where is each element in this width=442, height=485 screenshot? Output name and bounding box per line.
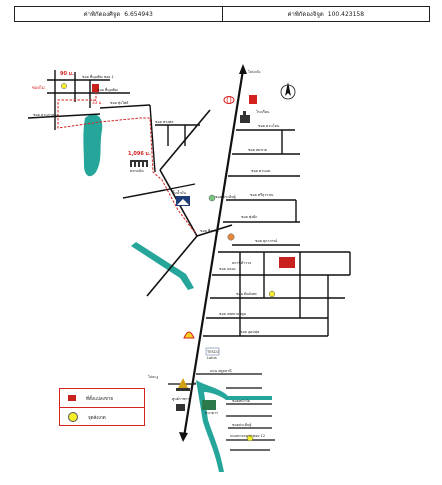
south-arrow-head xyxy=(179,432,188,442)
road-label-fuel: ซอย ที่สุหงส์ xyxy=(200,228,220,234)
latitude-label: ค่าพิกัดองศิจูด xyxy=(83,11,121,18)
landmark-bank-label: ธนาคาร xyxy=(205,411,218,415)
site-marker-main xyxy=(279,257,295,268)
legend-row-landmark: จุดสังเกต xyxy=(60,407,144,426)
landmark-dot-4 xyxy=(208,194,216,202)
building-icon xyxy=(249,95,257,104)
main-highway xyxy=(182,69,245,438)
landmark-tesco-label-1: TESCO xyxy=(206,350,219,354)
compass-icon xyxy=(280,82,296,100)
north-arrow-head xyxy=(239,64,247,74)
landmark-police-label: สถานีตำรวจ xyxy=(232,260,251,265)
legend-landmark-label: จุดสังเกต xyxy=(88,415,106,421)
road-left-2 xyxy=(164,183,196,191)
diagonal-road-d xyxy=(196,224,233,237)
market-icon xyxy=(130,160,148,167)
longitude-label: ค่าพิกัดองจิจูด xyxy=(287,11,324,18)
road-label-r1: ซอย สุภาภรณ์ xyxy=(255,239,278,244)
landmark-dot-3 xyxy=(246,434,254,442)
road-label-r2: ซอย ฉลอง xyxy=(219,267,236,271)
landmark-tesco-label-2: Lotus xyxy=(207,356,217,360)
distance-mid-label: 1,096 ม. xyxy=(128,151,151,157)
mountain-icon xyxy=(176,196,190,206)
route-path xyxy=(57,88,197,235)
landmark-gas-label: ปั๊มน้ำมัน xyxy=(172,189,187,195)
road-tl-6 xyxy=(27,113,101,119)
road-left-1 xyxy=(122,189,166,199)
legend-site-label: ที่ตั้งแปลงขาย xyxy=(86,396,114,402)
road-label-mid-c: ซอย ทุ่งผัก xyxy=(241,215,257,220)
coordinate-bar: ค่าพิกัดองศิจูด 6.654943 ค่าพิกัดองจิจูด… xyxy=(14,6,430,22)
bank-icon xyxy=(202,400,216,410)
canal-mid xyxy=(131,242,194,290)
road-label-top-c: ซอย ทุ่งโพธิ xyxy=(110,100,128,106)
site-marker xyxy=(92,84,99,92)
road-label-r6: ซอย อุดมสุข xyxy=(240,330,260,335)
road-label-r5: ซอย ควนโดน xyxy=(258,123,280,128)
road-label-r8: ซอย ประดิษฐ์ xyxy=(215,195,236,199)
road-label-bottom-d: ถนนทางหลวง ซอย 12 xyxy=(230,434,265,438)
tesco-icon xyxy=(205,347,220,356)
road-label-top-a: ซอย ที่มุมพัฒ ซอย 1 xyxy=(82,74,114,80)
latitude-value: 6.654943 xyxy=(124,10,153,18)
longitude-cell: ค่าพิกัดองจิจูด 100.423158 xyxy=(221,7,430,21)
road-label-r7: ซอย สมชาย xyxy=(248,148,267,152)
landmark-dot-5 xyxy=(227,233,235,241)
road-label-r4: ซอย เทศบาลสตูล xyxy=(219,312,246,316)
south-direction-label: ไปละงู xyxy=(147,374,158,379)
road-label-bottom-b: ซอยหน้าวัด xyxy=(232,398,251,403)
lake-upper xyxy=(83,114,103,177)
landmark-school-label: โรงเรียน xyxy=(256,109,270,114)
landmark-dot-1 xyxy=(61,83,67,89)
office-icon xyxy=(176,404,185,411)
river-bottom xyxy=(196,380,272,472)
legend-row-site: ที่ตั้งแปลงขาย xyxy=(60,389,144,407)
map-legend: ที่ตั้งแปลงขาย จุดสังเกต xyxy=(59,388,145,426)
road-label-mid-b: ซอย ศรีสุวรรณ xyxy=(250,192,274,198)
road-label-bottom-c: ซอยประดิษฐ์ xyxy=(232,423,252,427)
toyota-icon xyxy=(223,96,235,104)
road-label-top-b: ซอย ที่มุมพัฒ xyxy=(97,87,118,93)
diagonal-road-c xyxy=(146,235,198,297)
road-tl-7 xyxy=(99,104,151,109)
shell-icon xyxy=(183,331,195,339)
road-tl-8 xyxy=(149,104,156,173)
landmark-temple-label: วัด xyxy=(192,381,197,385)
road-label-mid-a: ซอย ควนแต xyxy=(251,169,271,173)
distance-top-label: 90 ม. xyxy=(60,71,74,77)
distance-side-label: 33 ม. xyxy=(92,100,103,105)
landmark-market-label: ตลาดนัด xyxy=(130,169,144,173)
road-label-top-d: ซอย ทรงพล xyxy=(155,120,173,124)
north-direction-label: ไปปะดัง xyxy=(247,69,261,74)
latitude-cell: ค่าพิกัดองศิจูด 6.654943 xyxy=(15,7,222,21)
road-label-r3: ซอย ยันต์เสพ xyxy=(236,292,257,296)
temple-icon xyxy=(176,378,190,391)
longitude-value: 100.423158 xyxy=(327,10,365,18)
legend-site-swatch xyxy=(68,395,76,401)
road-label-bottom-a: ถนน สตูลธานี xyxy=(210,368,232,373)
landmark-govt-label: ศูนย์ราชการ xyxy=(172,397,191,401)
distance-left-label: ซอยไม่ xyxy=(32,84,45,90)
legend-landmark-swatch xyxy=(68,412,78,422)
road-label-left: ซอย ควนกาหลง xyxy=(33,113,58,117)
landmark-dot-2 xyxy=(268,290,276,298)
factory-icon xyxy=(240,111,250,123)
